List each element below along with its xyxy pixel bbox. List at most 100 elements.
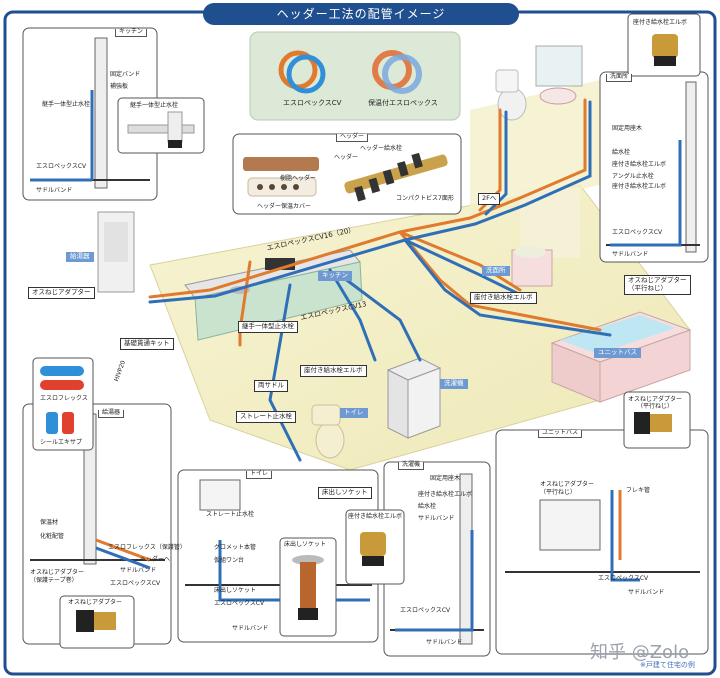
room-tag-toilet: トイレ — [340, 408, 368, 418]
heater-label-flex: エスロフレックス（保護管） — [108, 544, 186, 551]
legend-label-insulated: 保温付エスロペックス — [368, 99, 438, 107]
upper-basin-illustration — [535, 45, 583, 105]
bath-label-cv: エスロペックスCV — [598, 575, 649, 582]
metal-header-illustration — [344, 152, 448, 202]
kitchen-label-cv: エスロペックスCV — [36, 163, 87, 170]
heater-callout-title: オスねじアダプター — [68, 599, 123, 606]
laundry-callout-title: 座付き給水栓エルボ — [348, 513, 403, 520]
bath-label-flex: フレキ管 — [626, 487, 651, 494]
hot-water-pipes — [148, 98, 602, 347]
joint-stop-label: 継手一体型止水栓 — [238, 321, 298, 333]
flex-label-2: シールエキサプ — [40, 439, 83, 446]
wash-panel-title: 洗面所 — [606, 73, 633, 82]
kitchen-panel-title: キッチン — [115, 28, 148, 37]
laundry-label-cv: エスロペックスCV — [400, 607, 451, 614]
room-tag-washroom: 洗面所 — [482, 266, 510, 276]
unit-bath-illustration — [550, 311, 692, 403]
straight-stop-label: ストレート止水栓 — [236, 411, 296, 423]
watermark: 知乎 @Zolo — [590, 642, 690, 663]
bath-label-parallel: （平行ねじ） — [540, 489, 577, 496]
toilet-panel-title: トイレ — [246, 470, 273, 479]
heater-panel-title: 給湯器 — [98, 409, 125, 418]
wash-label-wood: 固定用座木 — [612, 125, 643, 132]
heater-label-tape: （保護テープ巻） — [30, 577, 78, 584]
toilet-label-base: 仮組ワン台 — [214, 557, 245, 564]
washing-machine-illustration — [386, 357, 442, 439]
toilet-callout-title: 床出しソケット — [284, 541, 327, 548]
laundry-label-saddle2: サドルバンド — [426, 639, 463, 646]
flex-label-1: エスロフレックス — [40, 395, 88, 402]
floor-socket-label: 床出しソケット — [318, 487, 372, 499]
bath-panel-drawing — [505, 490, 700, 582]
kitchen-label-saddle: サドルバンド — [36, 187, 73, 194]
wash-label-elbow: 座付き給水栓エルボ — [612, 161, 667, 168]
toilet-label-stop: ストレート止水栓 — [206, 511, 255, 518]
header-panel-title: ヘッダー — [336, 133, 369, 142]
faucet-elbow-label-wash: 座付き給水栓エルボ — [470, 292, 537, 304]
bath-label-adapter: オスねじアダプター — [540, 481, 595, 488]
saddle-label: 両サドル — [254, 380, 288, 392]
faucet-elbow-fitting-top — [652, 34, 678, 66]
toilet-label-grommet: グロメット本管 — [214, 544, 257, 551]
laundry-panel-title: 洗濯機 — [398, 461, 425, 470]
male-adapter-right-label: オスねじアダプター（平行ねじ） — [624, 275, 691, 295]
legend-rings-cv — [278, 50, 326, 94]
heater-label-insul: 保温材 — [40, 519, 59, 526]
page-title: ヘッダー工法の配管イメージ — [203, 3, 519, 25]
laundry-label-faucet: 給水栓 — [418, 503, 437, 510]
kitchen-label-stop: 継手一体型止水栓 — [42, 101, 91, 108]
toilet-illustration — [311, 404, 345, 459]
header-label-cover: ヘッダー保温カバー — [257, 203, 312, 210]
header-label-wood: 樹脂ヘッダー — [280, 175, 317, 182]
toilet-label-socket: 床出しソケット — [214, 587, 257, 594]
male-adapter-label: オスねじアダプター — [28, 287, 95, 299]
legend-rings-insulated — [372, 50, 422, 94]
faucet-elbow-label-laundry: 座付き給水栓エルボ — [300, 365, 367, 377]
header-label-faucet: ヘッダー給水栓 — [360, 145, 403, 152]
kitchen-label-band: 固定バンド — [110, 71, 141, 78]
cold-water-pipes — [38, 100, 612, 462]
header-label-body: ヘッダー — [334, 154, 359, 161]
to-2f-label: 2Fへ — [478, 193, 501, 205]
joint-stop-fitting — [127, 111, 195, 148]
panel-bath — [495, 429, 709, 655]
resin-header-illustration — [243, 157, 319, 197]
kitchen-panel-drawing — [30, 37, 150, 189]
laundry-panel-drawing — [390, 473, 484, 645]
floor-socket-fitting — [292, 555, 324, 620]
heater-label-adapter: オスねじアダプター — [30, 569, 85, 576]
toilet-label-saddle: サドルバンド — [232, 625, 269, 632]
wash-basin-illustration — [511, 246, 553, 287]
laundry-label-wood: 固定用座木 — [430, 475, 461, 482]
room-tag-laundry: 洗濯機 — [440, 379, 468, 389]
heater-kit-label: 基礎貫通キット — [120, 338, 174, 350]
wash-label-faucet: 給水栓 — [612, 149, 631, 156]
male-adapter-fitting-right — [634, 412, 672, 434]
top-right-callout-title: 座付き給水栓エルボ — [633, 19, 688, 26]
laundry-label-saddle: サドルバンド — [418, 515, 455, 522]
wash-label-saddle: サドルバンド — [612, 251, 649, 258]
heater-label-cv: エスロペックスCV — [110, 580, 161, 587]
legend-label-cv: エスロペックスCV — [283, 99, 342, 107]
wash-label-elbow2: 座付き給水栓エルボ — [612, 183, 667, 190]
bath-callout-title: オスねじアダプター（平行ねじ） — [628, 396, 683, 410]
room-tag-unit-bath: ユニットバス — [594, 348, 641, 358]
heater-label-cosm: 化粧配管 — [40, 533, 65, 540]
laundry-label-elbow: 座付き給水栓エルボ — [418, 491, 473, 498]
room-tag-kitchen: キッチン — [318, 271, 352, 281]
wash-panel-drawing — [606, 81, 700, 253]
bath-label-saddle: サドルバンド — [628, 589, 665, 596]
footer-note: ※戸建て住宅の例 — [640, 661, 695, 669]
male-adapter-fitting-left — [76, 610, 116, 632]
flex-tubes — [40, 366, 84, 434]
bath-panel-title: ユニットバス — [538, 429, 583, 438]
toilet-label-cv: エスロペックスCV — [214, 600, 265, 607]
kitchen-label-board: 補強板 — [110, 83, 129, 90]
header-label-compact: コンパクトビス7面形 — [396, 195, 454, 202]
heater-label-saddle: サドルバンド — [120, 567, 157, 574]
room-tag-heater: 給湯器 — [66, 252, 94, 262]
kitchen-callout-title: 継手一体型止水栓 — [130, 102, 179, 109]
faucet-elbow-fitting-laundry — [360, 532, 386, 566]
